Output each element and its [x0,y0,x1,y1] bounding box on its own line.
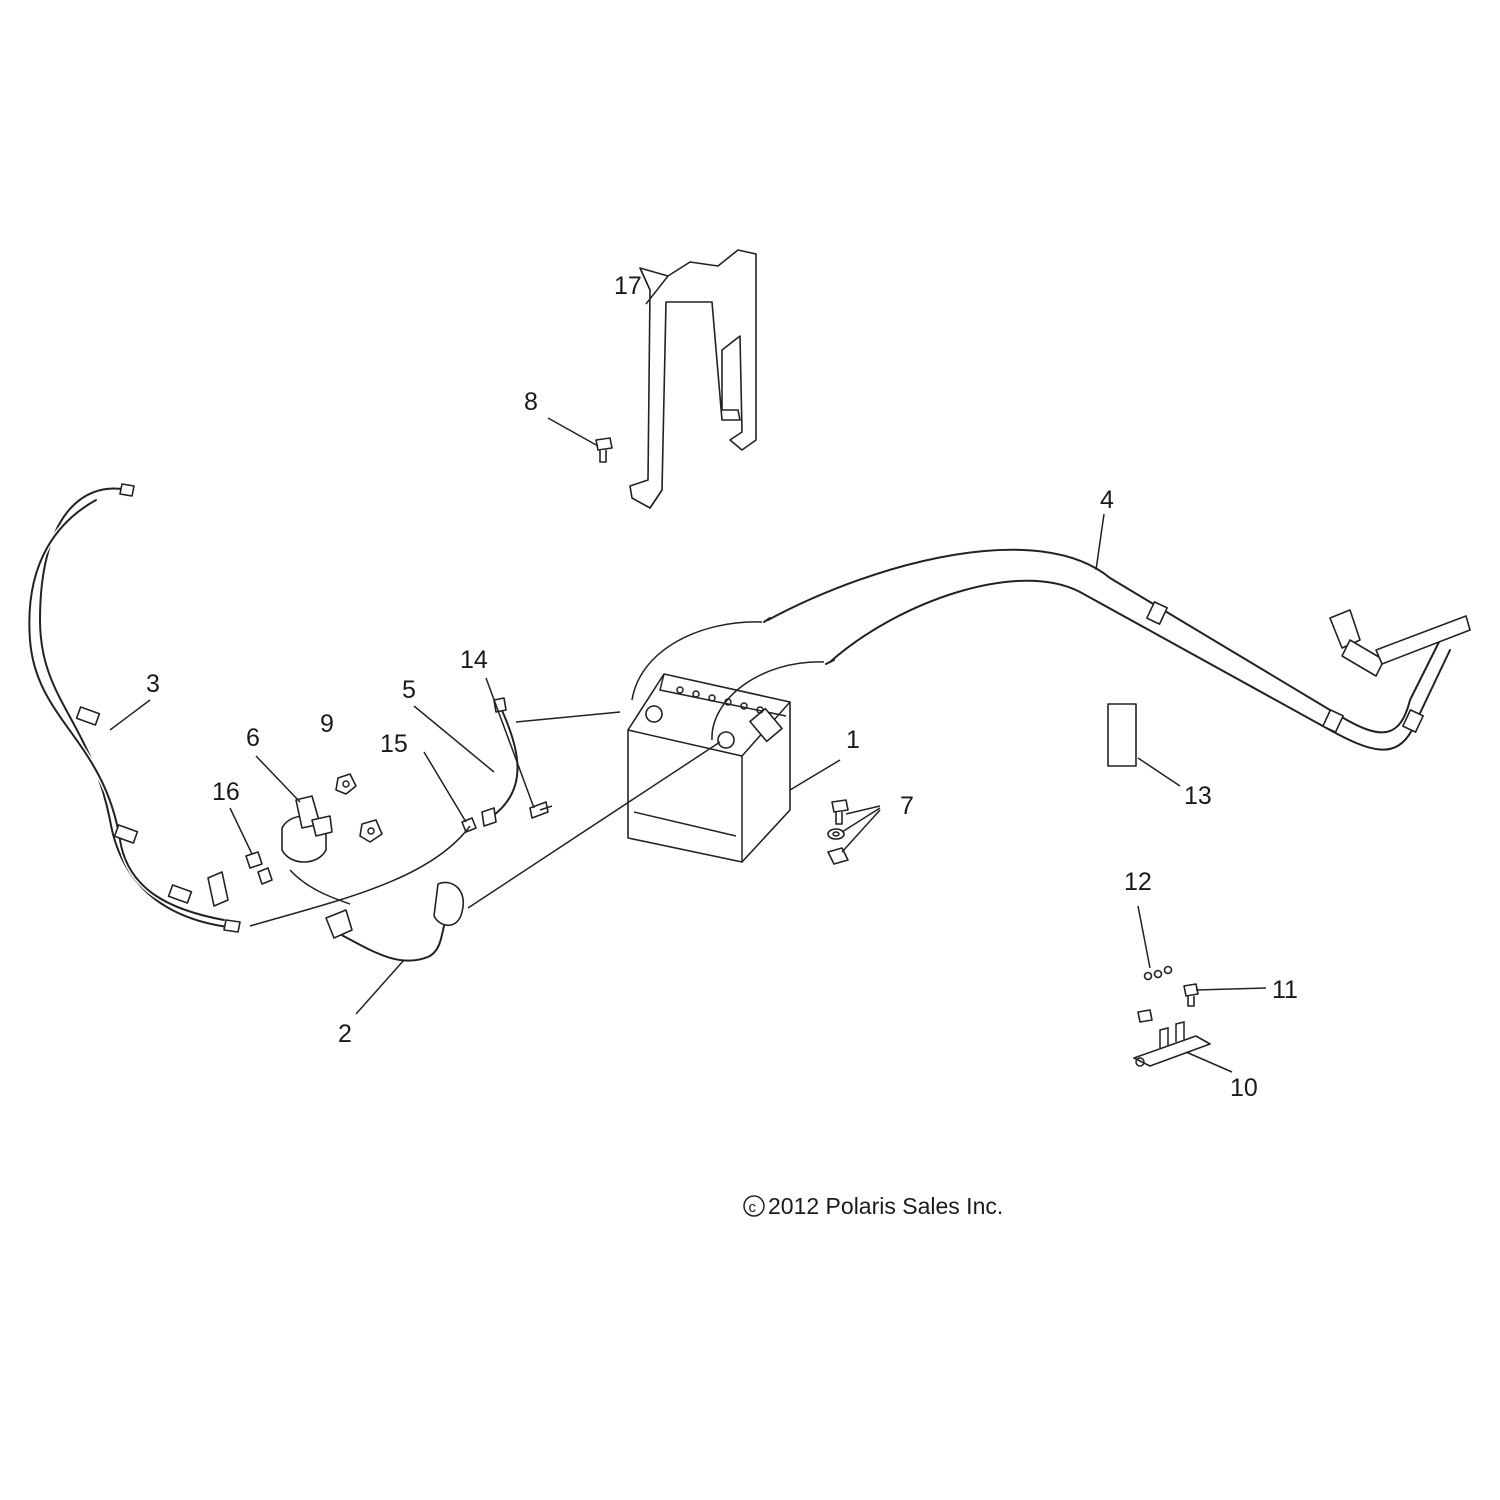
part-3-harness [26,483,241,933]
part-14-stud [529,801,553,819]
part-7-fasteners [827,799,849,865]
copyright-symbol-letter: c [749,1199,757,1216]
part-9-nuts [335,773,383,843]
part-10-terminal-block [1133,1021,1211,1067]
part-5-cable [481,697,520,827]
callout-10: 10 [1230,1074,1258,1102]
part-6-solenoid [281,795,333,863]
callout-14: 14 [460,646,488,674]
callout-4: 4 [1100,486,1114,514]
copyright: c 2012 Polaris Sales Inc. [743,1193,1003,1219]
callout-5: 5 [402,676,416,704]
callout-1: 1 [846,726,860,754]
copyright-symbol-icon [743,1195,765,1217]
part-1-battery [627,673,791,863]
leader-lines [109,275,1267,1073]
callout-16: 16 [212,778,240,806]
callout-13: 13 [1184,782,1212,810]
callout-9: 9 [320,710,334,738]
callout-3: 3 [146,670,160,698]
copyright-text: 2012 Polaris Sales Inc. [768,1193,1003,1219]
callout-11: 11 [1272,976,1298,1004]
part-2-cable [325,881,465,964]
part-4-cable [763,547,1471,753]
callout-15: 15 [380,730,408,758]
callout-labels: 1 2 3 4 5 6 7 8 9 10 11 12 13 14 15 16 1… [146,272,1298,1102]
callout-6: 6 [246,724,260,752]
callout-12: 12 [1124,868,1152,896]
callout-2: 2 [338,1020,352,1048]
callout-17: 17 [614,272,642,300]
assembly-lines [249,621,825,927]
part-13-label [1107,703,1137,767]
callout-8: 8 [524,388,538,416]
part-16-nuts [245,851,273,885]
part-12-nuts [1143,965,1173,981]
part-8-bolt [595,437,613,463]
callout-7: 7 [900,792,914,820]
part-17-bracket [629,249,757,509]
part-11-screws [1137,983,1199,1023]
